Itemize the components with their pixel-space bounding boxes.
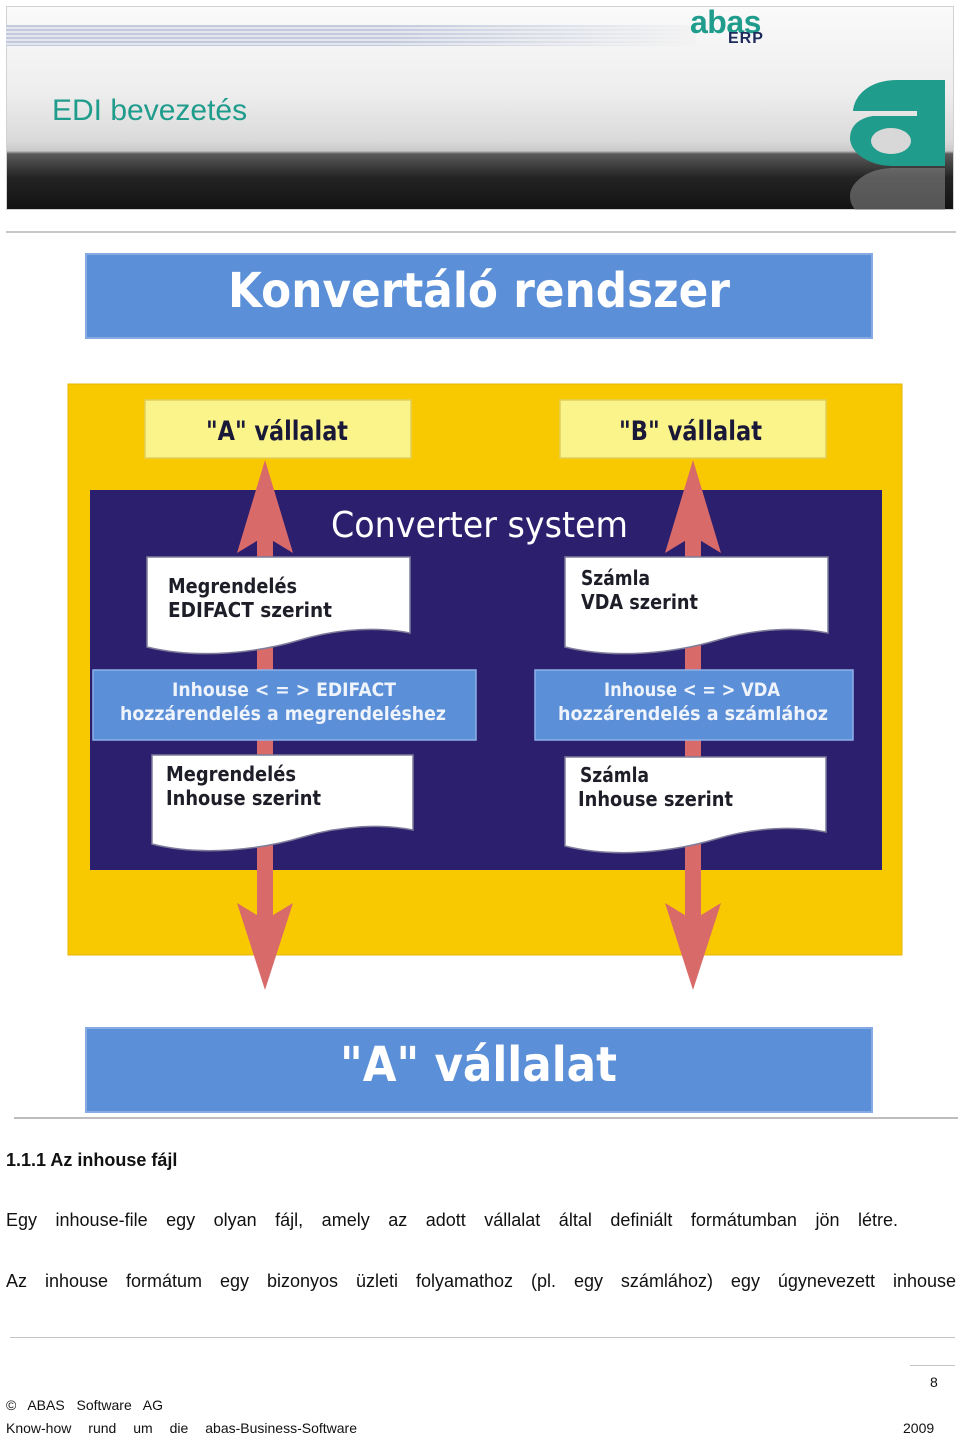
document-shape-right-top bbox=[564, 556, 829, 655]
doc-right-bottom-line1: Számla bbox=[580, 763, 649, 787]
company-a-label: "A" vállalat bbox=[206, 416, 348, 447]
doc-right-top-line1: Számla bbox=[581, 566, 650, 590]
company-b-box bbox=[559, 399, 827, 459]
document-shape-left-bottom bbox=[151, 754, 414, 852]
header-stripes bbox=[6, 25, 696, 46]
abas-a-logo-reflection bbox=[850, 168, 945, 210]
converter-diagram: Konvertáló rendszer "A" vállalat "B" vál… bbox=[14, 253, 958, 1119]
footer-copyright: © ABAS Software AG bbox=[6, 1397, 163, 1413]
section-heading: 1.1.1 Az inhouse fájl bbox=[6, 1150, 178, 1170]
footer-divider bbox=[10, 1337, 955, 1338]
document-shape-right-bottom bbox=[564, 756, 827, 854]
abas-logo-text: abas bbox=[690, 6, 761, 40]
page-title: EDI bevezetés bbox=[52, 94, 248, 127]
company-b-label: "B" vállalat bbox=[619, 416, 762, 447]
doc-left-top-line2: EDIFACT szerint bbox=[168, 598, 332, 622]
page-number: 8 bbox=[930, 1374, 938, 1390]
doc-left-bottom-line2: Inhouse szerint bbox=[166, 786, 321, 810]
mapping-left-line2: hozzárendelés a megrendeléshez bbox=[120, 703, 446, 725]
paragraph-2: Az inhouse formátum egy bizonyos üzleti … bbox=[6, 1271, 956, 1291]
mapping-right-line1: Inhouse < = > VDA bbox=[604, 679, 780, 701]
page-number-rule bbox=[910, 1365, 955, 1366]
doc-right-bottom-line2: Inhouse szerint bbox=[578, 787, 733, 811]
mapping-bar-right bbox=[534, 669, 854, 741]
doc-right-top-line2: VDA szerint bbox=[581, 590, 698, 614]
header-divider bbox=[6, 231, 956, 233]
bottom-banner-text: "A" vállalat bbox=[340, 1037, 617, 1093]
bottom-banner bbox=[85, 1027, 873, 1113]
company-a-box bbox=[144, 399, 412, 459]
footer-tagline: Know-how rund um die abas-Business-Softw… bbox=[6, 1420, 357, 1436]
erp-logo-text: ERP bbox=[728, 30, 764, 47]
mapping-bar-left bbox=[92, 669, 477, 741]
paragraph-1: Egy inhouse-file egy olyan fájl, amely a… bbox=[6, 1210, 898, 1230]
mapping-right-line2: hozzárendelés a számlához bbox=[558, 703, 828, 725]
abas-a-logo-icon bbox=[850, 80, 945, 210]
mapping-left-line1: Inhouse < = > EDIFACT bbox=[172, 679, 396, 701]
abas-a-logo-counter bbox=[871, 128, 911, 154]
title-banner-text: Konvertáló rendszer bbox=[228, 263, 730, 319]
doc-left-top-line1: Megrendelés bbox=[168, 574, 297, 598]
doc-left-bottom-line1: Megrendelés bbox=[166, 762, 296, 786]
page-header: abas ERP EDI bevezetés bbox=[6, 6, 954, 210]
footer-year: 2009 bbox=[903, 1420, 935, 1436]
converter-system-label: Converter system bbox=[331, 505, 628, 546]
document-shape-left-top bbox=[146, 556, 411, 655]
title-banner bbox=[85, 253, 873, 339]
